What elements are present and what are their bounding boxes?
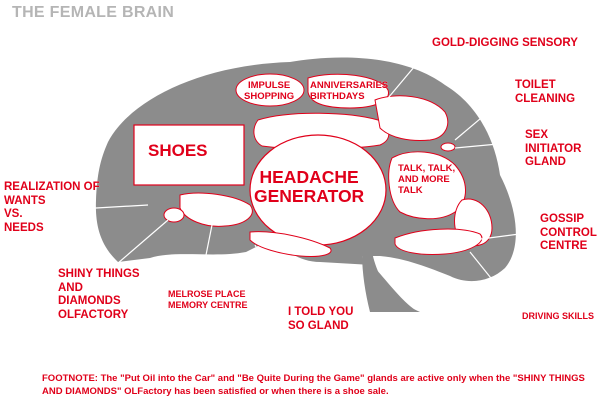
gold-digging-label: GOLD-DIGGING SENSORY [432,37,578,49]
shiny-things-region [163,207,185,223]
shoes-region [133,124,245,186]
upper-right-region [374,95,449,141]
leader-told [254,244,286,301]
headache-generator-label: HEADACHE GENERATOR [254,167,365,207]
leader-melrose [199,224,213,286]
leader-lines [61,47,536,309]
footnote: FOOTNOTE: The "Put Oil into the Car" and… [42,373,585,397]
lower-middle-region [249,231,332,257]
page-title: THE FEMALE BRAIN [12,4,175,21]
shoes-label: SHOES [148,141,208,160]
gossip-control-label: GOSSIP CONTROL CENTRE [540,213,597,253]
talk-label: TALK, TALK, AND MORE TALK [398,163,456,197]
impulse-shopping-region [235,73,305,107]
leader-realization [61,204,149,211]
leader-shiny [109,219,169,271]
lower-left-region [179,192,253,227]
leader-gossip [434,231,536,246]
leader-driving [469,251,516,309]
leader-sex [454,141,521,149]
told-you-so-label: I TOLD YOU SO GLAND [288,306,354,332]
realization-label: REALIZATION OF WANTS VS. NEEDS [4,181,100,234]
sex-initiator-label: SEX INITIATOR GLAND [525,129,582,169]
brainstem [362,252,420,312]
lower-right-region [394,228,483,255]
driving-skills-label: DRIVING SKILLS [522,311,595,321]
leader-gold-digging [377,47,431,111]
anniversaries-birthdays-label: ANNIVERSARIES BIRTHDAYS [310,80,389,103]
sex-gland-region [440,142,456,152]
toilet-cleaning-label: TOILET CLEANING [515,79,576,105]
impulse-shopping-label: IMPULSE SHOPPING [244,80,295,103]
melrose-place-label: MELROSE PLACE MEMORY CENTRE [168,289,248,310]
shiny-things-label: SHINY THINGS AND DIAMONDS OLFACTORY [58,268,140,321]
leader-toilet [454,91,513,141]
